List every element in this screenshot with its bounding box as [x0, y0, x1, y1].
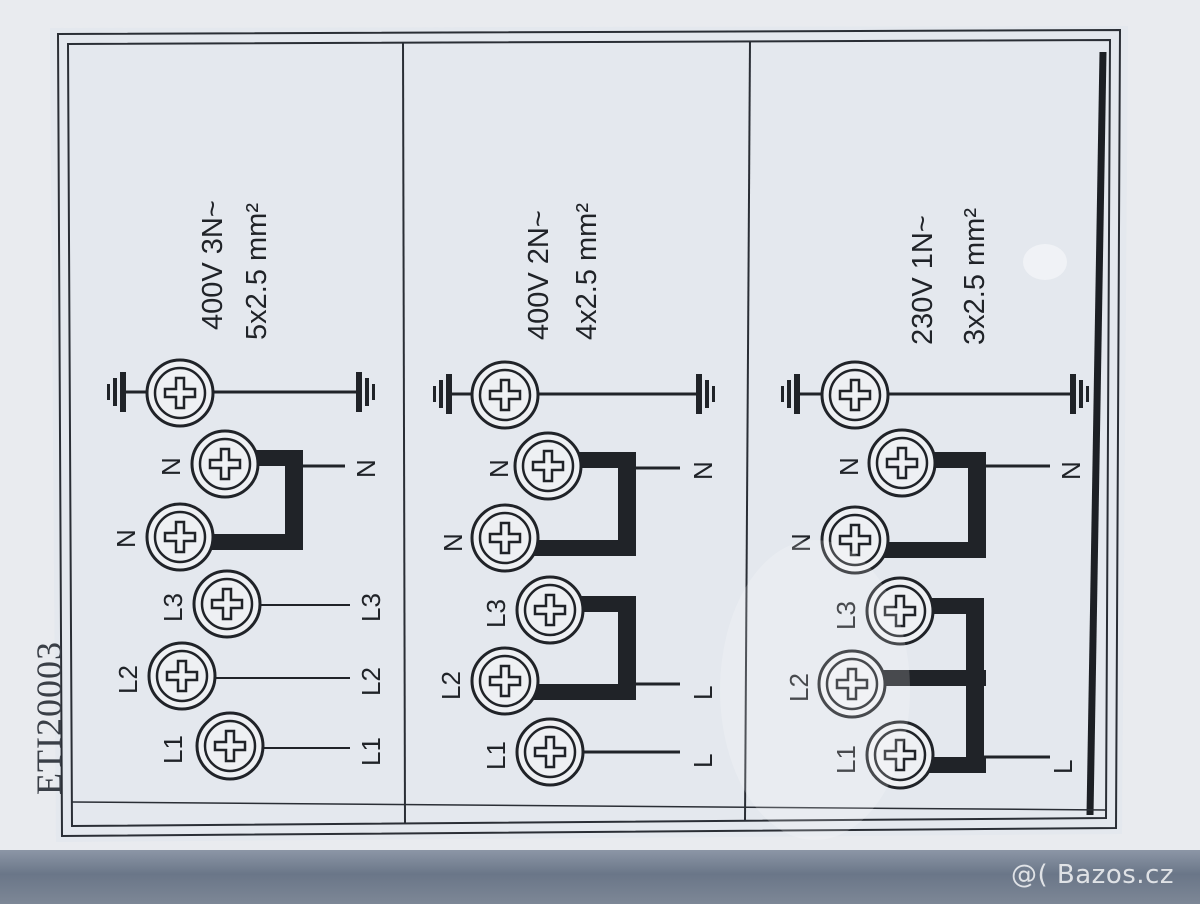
output-label-n-3: N [1056, 461, 1086, 480]
output-label-l-3: L [1048, 760, 1078, 774]
screw-terminal-ground-2 [470, 360, 540, 430]
terminal-label-l3-2: L3 [481, 599, 511, 628]
diagram-card [50, 26, 1128, 842]
output-label-n-1: N [351, 459, 381, 478]
model-code: ETI20003 [29, 641, 69, 795]
panel-2-voltage: 400V 2N~ [523, 210, 555, 340]
terminal-label-n-b-1: N [111, 529, 141, 548]
terminal-label-n-a-1: N [156, 457, 186, 476]
panel-2-cable: 4x2.5 mm² [571, 203, 603, 340]
panel-1-phase: 230V 1N~ 3x2.5 mm² N N L3 L2 L1 N L [781, 208, 1089, 790]
screw-terminal-l2-2 [470, 646, 540, 716]
bottom-strip: @( Bazos.cz [0, 850, 1200, 904]
output-label-l-b-2: L [688, 754, 718, 768]
screw-terminal-l3-1 [192, 569, 262, 639]
terminal-label-l1-2: L1 [481, 741, 511, 770]
output-label-l1-1: L1 [356, 737, 386, 766]
terminal-label-l3-1: L3 [158, 593, 188, 622]
glare-highlight [720, 540, 910, 840]
panel-1-cable: 5x2.5 mm² [241, 203, 273, 340]
inner-frame [66, 38, 1112, 828]
screw-terminal-n-b-2 [470, 503, 540, 573]
screw-terminal-n-a-2 [513, 431, 583, 501]
terminal-label-n-b-2: N [438, 533, 468, 552]
terminal-label-n-a-2: N [484, 459, 514, 478]
panel-divider-2 [744, 40, 751, 821]
terminal-label-l2-3: L2 [784, 673, 814, 702]
output-label-l2-1: L2 [356, 667, 386, 696]
terminal-label-n-a-3: N [834, 457, 864, 476]
screw-terminal-ground-3 [820, 360, 890, 430]
right-frame-bar [1086, 51, 1107, 816]
panel-3-phase: 400V 3N~ 5x2.5 mm² N N L3 L2 L1 N L3 L2 … [107, 200, 386, 781]
panel-3-voltage: 230V 1N~ [907, 215, 939, 345]
screw-terminal-ground-1 [145, 358, 215, 428]
screw-terminal-l1-1 [195, 711, 265, 781]
screw-terminal-l3-2 [515, 575, 585, 645]
terminal-label-n-b-3: N [786, 533, 816, 552]
output-label-l3-1: L3 [356, 593, 386, 622]
screw-terminal-n-a-3 [867, 428, 937, 498]
terminal-label-l1-3: L1 [831, 745, 861, 774]
glare-highlight-small [1023, 244, 1067, 280]
panel-2-phase: 400V 2N~ 4x2.5 mm² N N L3 L2 L1 N L L [433, 203, 718, 787]
screw-terminal-l2-1 [147, 641, 217, 711]
panel-divider-1 [402, 41, 406, 825]
screw-terminal-n-b-1 [145, 502, 215, 572]
panel-bottom-rule [71, 801, 1107, 811]
output-label-n-2: N [688, 461, 718, 480]
output-label-l-a-2: L [688, 686, 718, 700]
screw-terminal-l1-2 [515, 717, 585, 787]
outer-frame [56, 28, 1122, 838]
panel-3-cable: 3x2.5 mm² [959, 208, 991, 345]
panel-1-voltage: 400V 3N~ [197, 200, 229, 330]
terminal-label-l3-3: L3 [831, 601, 861, 630]
terminal-label-l2-2: L2 [436, 671, 466, 700]
watermark: @( Bazos.cz [1011, 860, 1174, 890]
terminal-label-l2-1: L2 [113, 665, 143, 694]
screw-terminal-n-a-1 [190, 429, 260, 499]
terminal-label-l1-1: L1 [158, 735, 188, 764]
